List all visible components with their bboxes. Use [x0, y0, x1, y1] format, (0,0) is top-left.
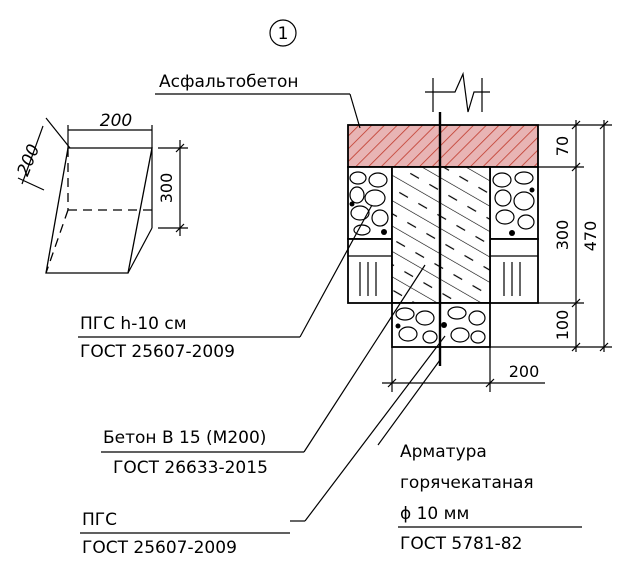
soil-lower-right — [489, 238, 539, 304]
gravel-upper-right — [489, 166, 539, 240]
base-height-dim: 100 — [553, 310, 572, 341]
rebar-label-line2: горячекатаная — [400, 473, 534, 493]
concrete-label-line1: Бетон В 15 (М200) — [103, 428, 266, 448]
pgs-bottom-label-line2: ГОСТ 25607-2009 — [82, 538, 237, 558]
base-width-dim: 200 — [509, 362, 540, 381]
concrete-label-line2: ГОСТ 26633-2015 — [113, 458, 268, 478]
pgs-top-label-line1: ПГС h-10 см — [80, 314, 187, 334]
gravel-upper-left — [347, 166, 393, 240]
block-depth-dim: 200 — [14, 142, 45, 180]
isometric-block — [17, 117, 188, 274]
block-width-dim: 200 — [100, 111, 132, 131]
right-dimensions — [490, 120, 612, 352]
soil-lower-left — [347, 238, 393, 304]
rebar-label-line1: Арматура — [400, 442, 487, 462]
asphalt-layer — [347, 124, 539, 168]
pgs-top-label-line2: ГОСТ 25607-2009 — [80, 342, 235, 362]
total-height-dim: 470 — [581, 221, 600, 252]
rebar-label-line4: ГОСТ 5781-82 — [400, 534, 522, 554]
pgs-bottom-label-line1: ПГС — [82, 510, 117, 530]
block-height-dim: 300 — [157, 173, 176, 204]
section-marker-number: 1 — [278, 24, 289, 44]
section-marker: 1 — [269, 19, 297, 47]
middle-height-dim: 300 — [553, 220, 572, 251]
break-line — [425, 71, 490, 113]
asphalt-label: Асфальтобетон — [159, 72, 298, 92]
asphalt-thickness-dim: 70 — [553, 136, 572, 156]
rebar-label-line3: ϕ 10 мм — [400, 504, 469, 524]
